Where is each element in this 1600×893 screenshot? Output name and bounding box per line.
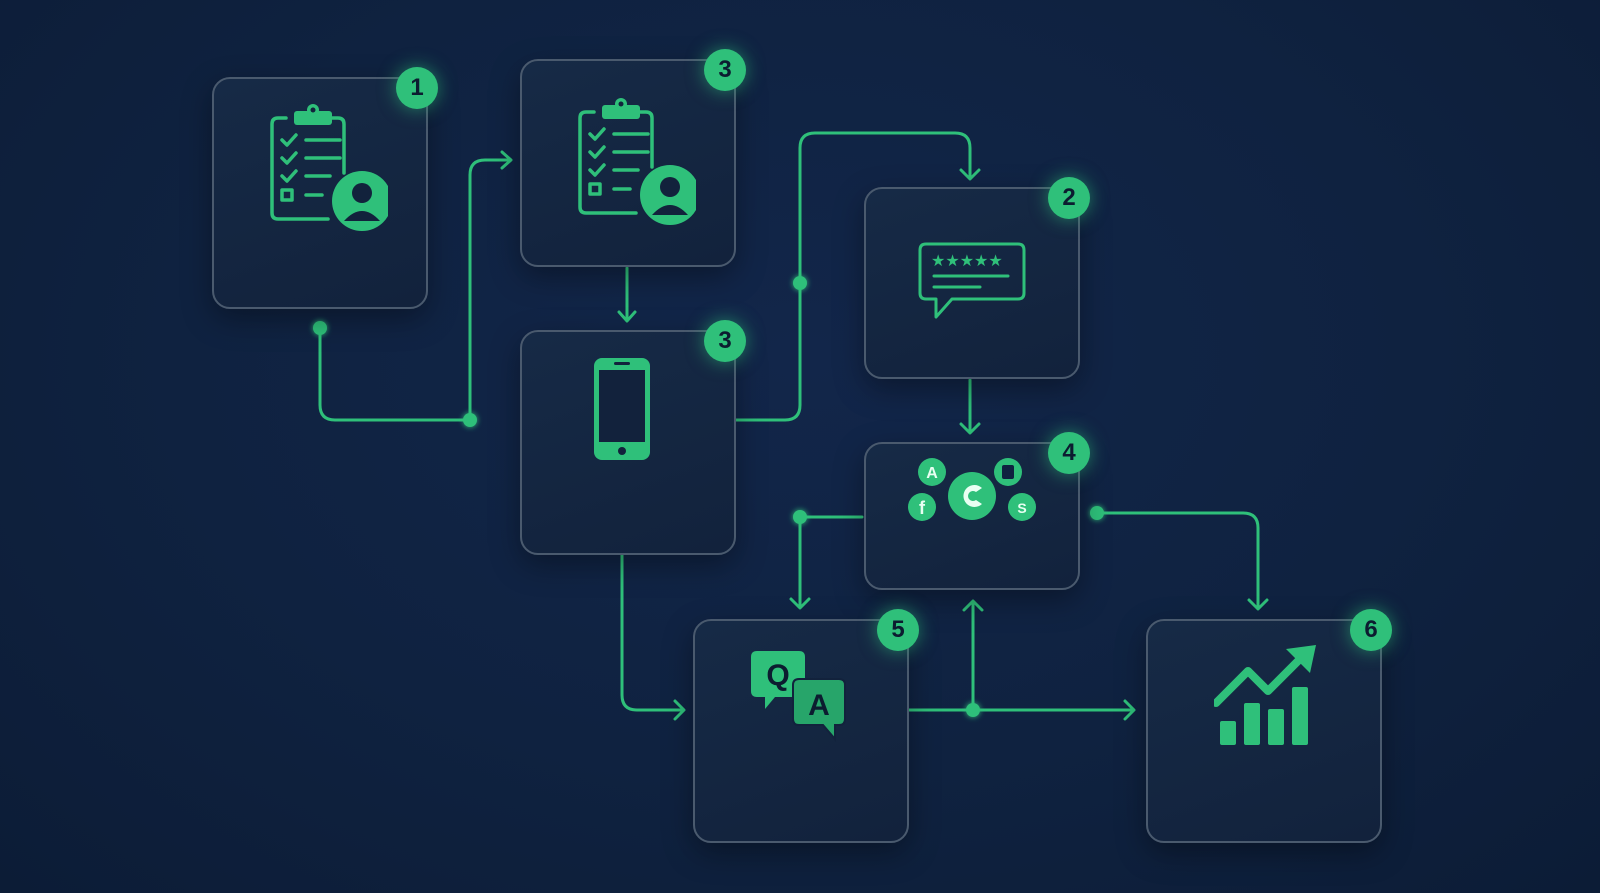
clipboard-user-icon	[578, 98, 696, 225]
clipboard-user-icon	[270, 104, 388, 231]
step-badge: 3	[704, 49, 746, 91]
star-review-icon: ★★★★★	[918, 242, 1026, 319]
edge-4-to-5	[798, 515, 864, 609]
junction-dot	[793, 276, 807, 290]
adobe-icon: A	[926, 465, 938, 482]
smartphone-icon	[594, 358, 650, 460]
qa-bubbles-icon: Q A	[751, 651, 846, 742]
edge-3b-to-5	[620, 553, 685, 712]
svg-text:A: A	[808, 689, 830, 722]
growth-chart-icon	[1214, 645, 1316, 745]
node-2-card[interactable]: ★★★★★ 2	[864, 177, 1090, 379]
node-3b-card[interactable]: 3	[520, 320, 746, 555]
center-app-icon	[963, 485, 982, 507]
book-icon	[1002, 465, 1014, 479]
svg-text:★★★★★: ★★★★★	[931, 251, 1003, 270]
step-badge: 2	[1048, 177, 1090, 219]
junction-dot	[463, 413, 477, 427]
step-badge: 5	[877, 609, 919, 651]
node-3a-card[interactable]: 3	[520, 49, 746, 267]
node-6-card[interactable]: 6	[1146, 609, 1392, 843]
node-4-card[interactable]: A f S 4	[864, 432, 1090, 590]
junction-dot	[966, 703, 980, 717]
step-badge: 6	[1350, 609, 1392, 651]
node-5-card[interactable]: Q A 5	[693, 609, 919, 843]
integrations-cluster-icon: A f S	[908, 458, 1036, 521]
facebook-icon: f	[919, 498, 926, 518]
step-badge: 3	[704, 320, 746, 362]
node-1-card[interactable]: 1	[212, 67, 438, 309]
shazam-icon: S	[1017, 500, 1026, 516]
edge-3b-to-2	[733, 131, 972, 422]
junction-dot	[1090, 506, 1104, 520]
svg-text:Q: Q	[766, 659, 789, 692]
junction-dot	[313, 321, 327, 335]
step-badge: 1	[396, 67, 438, 109]
edge-4-to-6	[1095, 511, 1260, 610]
junction-dot	[793, 510, 807, 524]
step-badge: 4	[1048, 432, 1090, 474]
